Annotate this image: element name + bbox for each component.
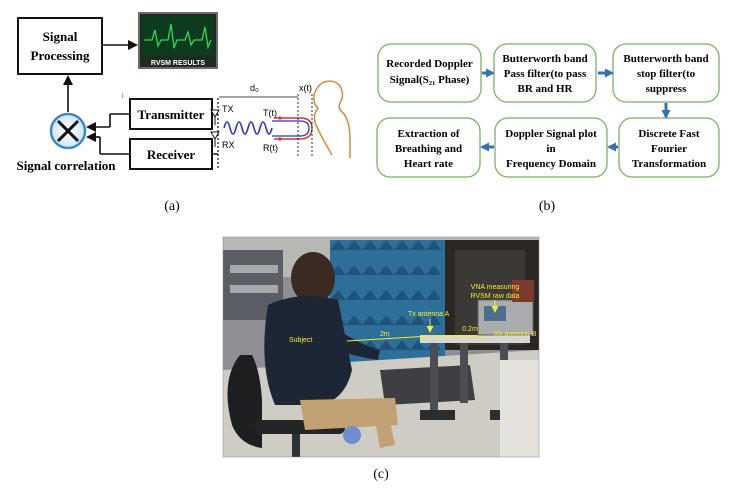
- flow-box-3-line-3: suppress: [646, 83, 687, 95]
- panel-c-photo: VNA measuring RVSM raw data Tx antenna A…: [222, 236, 540, 482]
- flow-box-4-line-2: Fourier: [651, 143, 687, 155]
- t-of-t-label: T(t): [263, 108, 277, 118]
- radar-wave: [223, 116, 313, 141]
- flow-box-3-line-1: Butterworth band: [623, 53, 708, 65]
- subject-label: Subject: [289, 337, 312, 344]
- flow-box-6-line-1: Extraction of: [397, 128, 459, 140]
- r-of-t-label: R(t): [263, 143, 278, 153]
- tx-label: TX: [222, 104, 234, 114]
- svg-text:i: i: [122, 93, 124, 100]
- tx-antenna-icon: [210, 109, 220, 125]
- receiver-label: Receiver: [147, 147, 196, 162]
- flow-box-1-line-1: Recorded Doppler: [386, 58, 473, 70]
- d0-label: d₀: [250, 83, 259, 93]
- signal-correlation-label: Signal correlation: [16, 158, 116, 173]
- panel-a: Signal Processing RVSM RESULTS i Signal …: [16, 12, 351, 214]
- flow-box-5-line-2: in: [546, 143, 555, 155]
- caption-b: (b): [539, 199, 556, 214]
- transmitter-label: Transmitter: [138, 107, 205, 122]
- caption-a: (a): [164, 199, 180, 214]
- signal-processing-label-1: Signal: [43, 29, 78, 44]
- mixer-icon: [49, 112, 87, 150]
- flow-box-4-line-1: Discrete Fast: [638, 128, 700, 140]
- distance-02m-label: 0.2m: [462, 326, 478, 333]
- flow-box-6: Extraction of Breathing and Heart rate: [376, 117, 481, 178]
- distance-2m-label: 2m: [380, 331, 390, 338]
- signal-processing-box: [17, 17, 103, 75]
- flow-box-1-line-2: Signal(S₂₁ Phase): [390, 74, 470, 86]
- flow-box-4: Discrete Fast Fourier Transformation: [618, 117, 720, 178]
- flow-box-5-line-1: Doppler Signal plot: [505, 128, 597, 140]
- vna-label-2: RVSM raw data: [471, 293, 520, 300]
- flow-box-3: Butterworth band stop filter(to suppress: [612, 43, 720, 103]
- rx-antenna-label: Rx antenna B: [494, 331, 537, 338]
- flow-box-4-line-3: Transformation: [632, 158, 706, 170]
- flow-box-5-line-3: Frequency Domain: [506, 158, 596, 170]
- caption-c: (c): [373, 467, 389, 482]
- person-silhouette: [313, 80, 351, 158]
- flow-box-3-line-2: stop filter(to: [637, 68, 696, 80]
- flow-box-5: Doppler Signal plot in Frequency Domain: [494, 117, 608, 178]
- vna-label-1: VNA measuring: [471, 284, 520, 291]
- flow-box-2-line-2: Pass filter(to pass: [504, 68, 587, 80]
- signal-processing-label-2: Processing: [31, 48, 90, 63]
- x-of-t-label: x(t): [299, 83, 312, 93]
- tx-antenna-label: Tx antenna A: [408, 311, 450, 318]
- flow-box-2: Butterworth band Pass filter(to pass BR …: [493, 43, 597, 103]
- monitor-icon: RVSM RESULTS: [138, 12, 218, 69]
- flow-box-1: Recorded Doppler Signal(S₂₁ Phase): [377, 43, 482, 103]
- panel-b: Recorded Doppler Signal(S₂₁ Phase) Butte…: [376, 43, 720, 214]
- rx-antenna-icon: [210, 131, 220, 147]
- flow-box-6-line-2: Breathing and: [395, 143, 462, 155]
- photo-annotations: VNA measuring RVSM raw data Tx antenna A…: [289, 284, 537, 344]
- monitor-text: RVSM RESULTS: [151, 60, 206, 67]
- flow-box-6-line-3: Heart rate: [404, 158, 453, 170]
- flow-box-2-line-3: BR and HR: [517, 83, 573, 95]
- rx-label: RX: [222, 140, 235, 150]
- flow-box-2-line-1: Butterworth band: [502, 53, 587, 65]
